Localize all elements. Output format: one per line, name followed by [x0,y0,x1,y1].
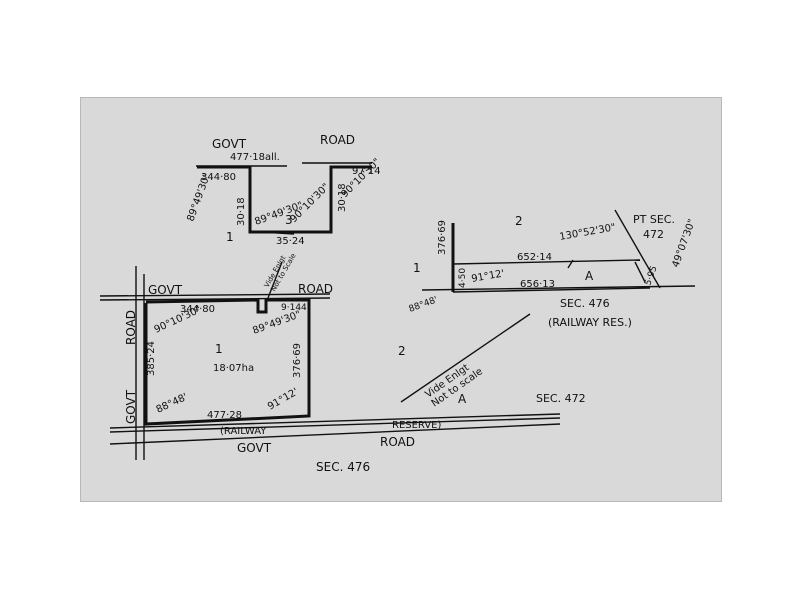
reserve-label: RESERVE) [392,420,441,431]
dimension-477-28: 477·28 [207,410,242,421]
point-a-enl: A [585,269,594,283]
road-label-top: ROAD [320,133,355,147]
dimension-652-14: 652·14 [517,252,552,263]
boundary-lines [99,162,696,460]
angle-label: 88°48' [155,392,190,416]
dimension-labels: GOVT ROAD 477·18all. 344·80 97·14 89°49'… [124,133,698,474]
dimension-9-144: 9·144 [281,303,307,313]
dimension-35-24: 35·24 [276,236,305,247]
railway-res-label: (RAILWAY RES.) [548,316,632,329]
lot-number-1-upper: 1 [226,230,234,244]
angle-label: 88°48' [408,295,440,315]
lot-number-2-left: 2 [398,344,406,358]
lot-number-1-enl: 1 [413,261,421,275]
pt-sec-label: PT SEC. [633,213,675,226]
lot-number-1: 1 [215,342,223,356]
dimension-30-18-left: 30·18 [236,197,247,226]
railway-label: (RAILWAY [220,426,267,437]
sec-476-label-enl: SEC. 476 [560,297,610,310]
govt-road-label-mid: GOVT [148,283,183,297]
angle-label: 91°12' [266,386,300,412]
angle-label: 130°52'30" [559,222,617,243]
sec-472-label-lower: SEC. 472 [536,392,586,405]
dimension-344-80-top: 344·80 [201,172,236,183]
lot-number-2-right: 2 [515,214,523,228]
area-label: 18·07ha [213,363,254,374]
angle-label: 90°10'30" [153,304,203,335]
dimension-97-14: 97·14 [352,166,381,177]
govt-label-top: GOVT [212,137,247,151]
angle-label: 91°12' [471,268,506,285]
dimension-4-50: 4·50 [458,268,468,288]
road-label-vertical: ROAD [124,310,138,345]
govt-label-bottom: GOVT [237,441,272,455]
govt-label-vertical: GOVT [124,389,138,424]
vide-enlgt-note-small: Vide EnlgtNot to Scale [263,248,298,293]
dimension-376-69-enl: 376·69 [437,220,448,255]
dimension-656-13: 656·13 [520,279,555,290]
road-label-bottom: ROAD [380,435,415,449]
point-a-lower: A [458,392,467,406]
dimension-385-24: 385·24 [146,341,157,376]
angle-label: 89°49'30" [185,172,213,223]
dimension-344-80-mid: 344·80 [180,304,215,315]
lot-number-3: 3 [285,213,293,227]
road-label-mid: ROAD [298,282,333,296]
sec-476-label-bottom: SEC. 476 [316,460,370,474]
dimension-30-18-right: 30·18 [337,183,348,212]
pt-sec-472-label: 472 [643,228,664,241]
dimension-477-18all: 477·18all. [230,152,280,163]
dimension-376-69-lot: 376·69 [292,343,303,378]
